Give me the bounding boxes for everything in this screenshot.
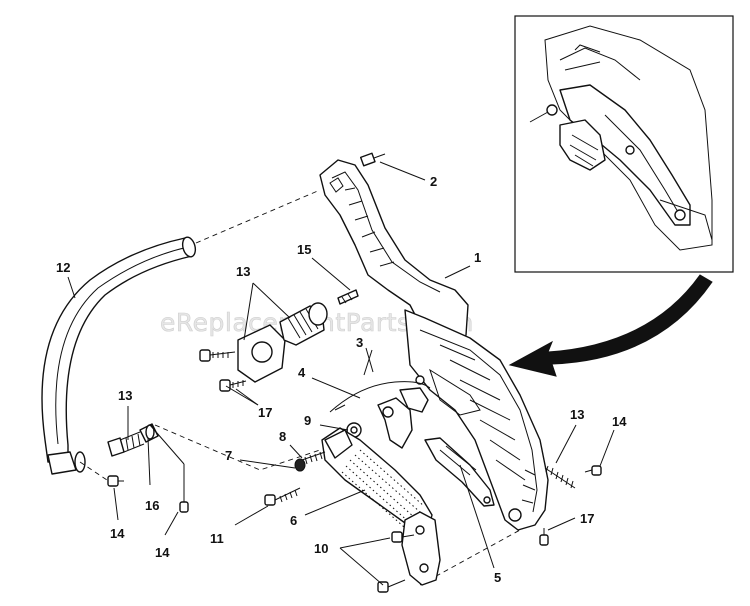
callout-1: 1	[474, 250, 481, 265]
part-2-screw	[359, 152, 386, 167]
part-10-lower-cover	[377, 511, 441, 593]
inset-detail-view	[514, 15, 734, 273]
part-3-4-wire-link	[329, 349, 431, 413]
part-5-throttle-trigger	[424, 437, 495, 507]
part-14-right-screw	[584, 465, 602, 476]
part-13-right-spring	[544, 465, 576, 489]
callout-16: 16	[145, 498, 159, 513]
callout-3: 3	[356, 335, 363, 350]
callout-2: 2	[430, 174, 437, 189]
part-16-mount-bolt-set	[107, 423, 189, 513]
callout-17a: 17	[258, 405, 272, 420]
part-8-spring	[294, 451, 326, 472]
callout-labels: 1 2 3 4 5 6 7 8 9 10 11 12 13 13 13 14 1…	[56, 174, 627, 585]
callout-11: 11	[210, 531, 224, 546]
callout-14c: 14	[612, 414, 627, 429]
callout-13c: 13	[570, 407, 584, 422]
part-1-rear-handle	[319, 159, 549, 531]
callout-7: 7	[225, 448, 232, 463]
callout-10: 10	[314, 541, 328, 556]
callout-15: 15	[297, 242, 311, 257]
callout-13b: 13	[118, 388, 132, 403]
callout-8: 8	[279, 429, 286, 444]
curved-arrow-pointer	[508, 274, 713, 377]
part-4-throttle-lever	[377, 387, 429, 449]
callout-12: 12	[56, 260, 70, 275]
callout-9: 9	[304, 413, 311, 428]
callout-13a: 13	[236, 264, 250, 279]
callout-14b: 14	[155, 545, 170, 560]
callout-6: 6	[290, 513, 297, 528]
callout-5: 5	[494, 570, 501, 585]
callout-17b: 17	[580, 511, 594, 526]
part-13-upper-mount	[237, 289, 359, 383]
leader-lines	[67, 161, 615, 586]
part-11-long-screw	[264, 487, 301, 506]
grip-texture	[341, 449, 425, 528]
part-17-right-screw	[539, 528, 549, 546]
callout-14a: 14	[110, 526, 125, 541]
callout-4: 4	[298, 365, 306, 380]
part-17-screws-left	[199, 349, 247, 392]
